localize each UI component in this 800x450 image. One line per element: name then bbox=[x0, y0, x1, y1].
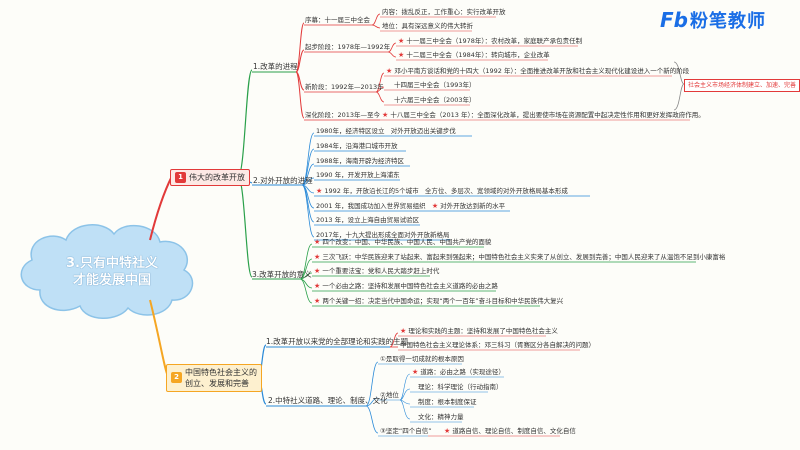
section-theme: 1.改革开放以来党的全部理论和实践的主题 bbox=[266, 337, 409, 346]
star-icon: ★ bbox=[398, 51, 405, 59]
start-stage-item: ★ 十一届三中全会（1978年）：农村改革，家庭联产承包责任制 bbox=[398, 37, 583, 45]
meaning-item: ★ 四个改变：中国、中华民族、中国人民、中国共产党的面貌 bbox=[314, 238, 492, 246]
star-icon: ★ bbox=[314, 282, 321, 290]
system-point-3: ③坚定“四个自信” bbox=[380, 427, 432, 435]
star-icon: ★ bbox=[431, 202, 439, 210]
new-stage-item: ★ 邓小平南方谈话和党的十四大（1992 年）：全面推进改革开放和社会主义现代化… bbox=[386, 67, 690, 75]
category-number: 1 bbox=[175, 172, 186, 183]
four-confidences: ★ 道路自信、理论自信、制度自信、文化自信 bbox=[444, 427, 576, 435]
star-icon: ★ bbox=[316, 187, 323, 195]
prelude-content: 内容：拨乱反正，工作重心：实行改革开放 bbox=[382, 8, 506, 16]
reform-start-stage: 起步阶段：1978年—1992年 bbox=[305, 43, 391, 51]
section-system: 2.中特社义道路、理论、制度、文化 bbox=[268, 396, 388, 405]
opening-item: 1980年，经济特区设立 对外开放迈出关键步伐 bbox=[316, 127, 456, 135]
brand-logo: Fb 粉笔教师 bbox=[660, 6, 766, 34]
new-stage-item: 十四届三中全会（1993年） bbox=[394, 81, 476, 89]
star-icon: ★ bbox=[444, 427, 451, 435]
section-reform-meaning: 3.改革开放的意义 bbox=[252, 270, 312, 279]
opening-item: 1988年，海南开辟为经济特区 bbox=[316, 157, 405, 165]
opening-item: 2001 年，我国成功加入世界贸易组织 ★ 对外开放达到新的水平 bbox=[316, 202, 506, 210]
reform-deep-stage: 深化阶段：2013年—至今 bbox=[305, 111, 381, 119]
central-cloud bbox=[20, 224, 194, 319]
system-point-2: ②地位 bbox=[380, 391, 399, 399]
deep-stage-item: ★ 十八届三中全会（2013 年）：全面深化改革，提出要使市场在资源配置中起决定… bbox=[382, 111, 705, 119]
meaning-item: ★ 三次飞跃：中华民族迎来了站起来、富起来到强起来；中国特色社会主义实来了从创立… bbox=[314, 253, 726, 261]
system-institution: 制度：根本制度保证 bbox=[418, 398, 477, 406]
star-icon: ★ bbox=[314, 238, 321, 246]
new-stage-item: 十六届三中全会（2003年） bbox=[394, 96, 476, 104]
system-point-1: ①是取得一切成就的根本原因 bbox=[380, 355, 464, 363]
opening-item: 2013 年，设立上海自由贸易试验区 bbox=[316, 216, 420, 224]
meaning-item: ★ 两个关键一招：决定当代中国命运；实现“两个一百年”奋斗目标和中华民族伟大复兴 bbox=[314, 297, 564, 305]
theme-item: 中国特色社会主义理论体系：邓三科习（胥赛区分各自解决的问题） bbox=[400, 341, 595, 349]
meaning-item: ★ 一个必由之路：坚持和发展中国特色社会主义道路的必由之路 bbox=[314, 282, 498, 290]
category-label: 伟大的改革开放 bbox=[189, 173, 245, 182]
reform-new-stage: 新阶段：1992年—2013年 bbox=[305, 83, 384, 91]
category-socialism[interactable]: 2 中国特色社会主义的 创立、发展和完善 bbox=[166, 364, 262, 392]
star-icon: ★ bbox=[400, 327, 407, 335]
star-icon: ★ bbox=[314, 267, 321, 275]
center-title-line-1: 3.只有中特社义 bbox=[66, 256, 158, 271]
market-economy-note: 社会主义市场经济体制建立、加速、完善 bbox=[684, 79, 800, 92]
category-label-line-1: 中国特色社会主义的 bbox=[185, 368, 257, 377]
system-theory: 理论：科学理论（行动指南） bbox=[418, 383, 503, 391]
center-topic: 3.只有中特社义 才能发展中国 bbox=[52, 255, 172, 289]
opening-item: 1990 年，开发开放上海浦东 bbox=[316, 171, 400, 179]
start-stage-item: ★ 十二届三中全会（1984年）：转向城市，企业改革 bbox=[398, 51, 550, 59]
theme-item: ★ 理论和实践的主题：坚持和发展了中国特色社会主义 bbox=[400, 327, 558, 335]
category-label-line-2: 创立、发展和完善 bbox=[185, 379, 249, 388]
system-road: ★ 道路：必由之路（实现途径） bbox=[412, 368, 505, 376]
opening-item: ★ 1992 年，开放沿长江的5个城市 全方位、多层次、宽领域的对外开放格局基本… bbox=[316, 187, 568, 195]
center-title-line-2: 才能发展中国 bbox=[72, 273, 151, 288]
star-icon: ★ bbox=[314, 297, 321, 305]
star-icon: ★ bbox=[382, 111, 389, 119]
section-opening-progress: 2.对外开放的进程 bbox=[253, 176, 313, 185]
category-number: 2 bbox=[171, 372, 182, 383]
section-reform-progress: 1.改革的进程 bbox=[253, 62, 298, 71]
meaning-item: ★ 一个重要法宝：党和人民大踏步赶上时代 bbox=[314, 267, 440, 275]
star-icon: ★ bbox=[314, 253, 321, 261]
reform-prelude: 序幕：十一届三中全会 bbox=[305, 16, 370, 24]
star-icon: ★ bbox=[386, 67, 393, 75]
star-icon: ★ bbox=[398, 37, 405, 45]
star-icon: ★ bbox=[412, 368, 419, 376]
opening-item: 2017年，十九大提出形成全面对外开放新格局 bbox=[316, 231, 450, 239]
prelude-status: 地位：具有深远意义的伟大转折 bbox=[382, 22, 473, 30]
opening-item: 1984年，沿海港口城市开放 bbox=[316, 142, 398, 150]
logo-text: 粉笔教师 bbox=[689, 11, 766, 32]
logo-mark: Fb bbox=[660, 8, 688, 32]
system-culture: 文化：精神力量 bbox=[418, 413, 464, 421]
